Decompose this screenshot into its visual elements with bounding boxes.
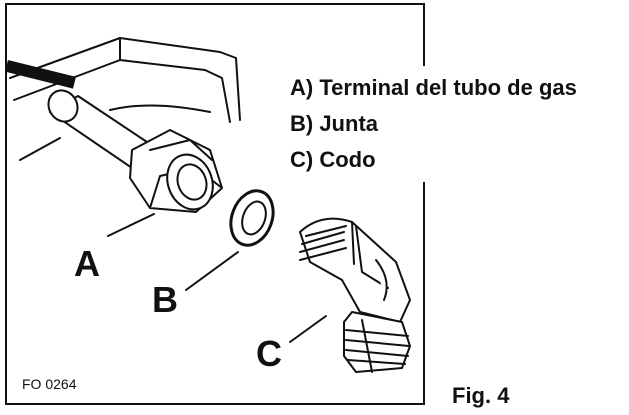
- figure-frame: [5, 3, 425, 405]
- gasket: [229, 189, 275, 247]
- figure-caption: Fig. 4: [452, 383, 510, 408]
- legend-item-elbow: C) Codo: [290, 147, 376, 172]
- elbow-fitting: [299, 217, 411, 373]
- gas-pipe-terminal: [47, 89, 223, 213]
- appliance-bracket: [5, 37, 241, 161]
- legend-item-terminal: A) Terminal del tubo de gas: [290, 75, 577, 100]
- callout-b: B: [152, 279, 178, 320]
- leader-line-a: [107, 213, 155, 237]
- callout-c: C: [256, 333, 282, 374]
- legend-item-gasket: B) Junta: [290, 111, 378, 136]
- callout-a: A: [74, 243, 100, 284]
- parts-legend: A) Terminal del tubo de gas B) Junta C) …: [288, 66, 577, 182]
- leader-line-b: [185, 251, 239, 291]
- reference-code: FO 0264: [22, 376, 77, 392]
- leader-line-c: [289, 315, 327, 343]
